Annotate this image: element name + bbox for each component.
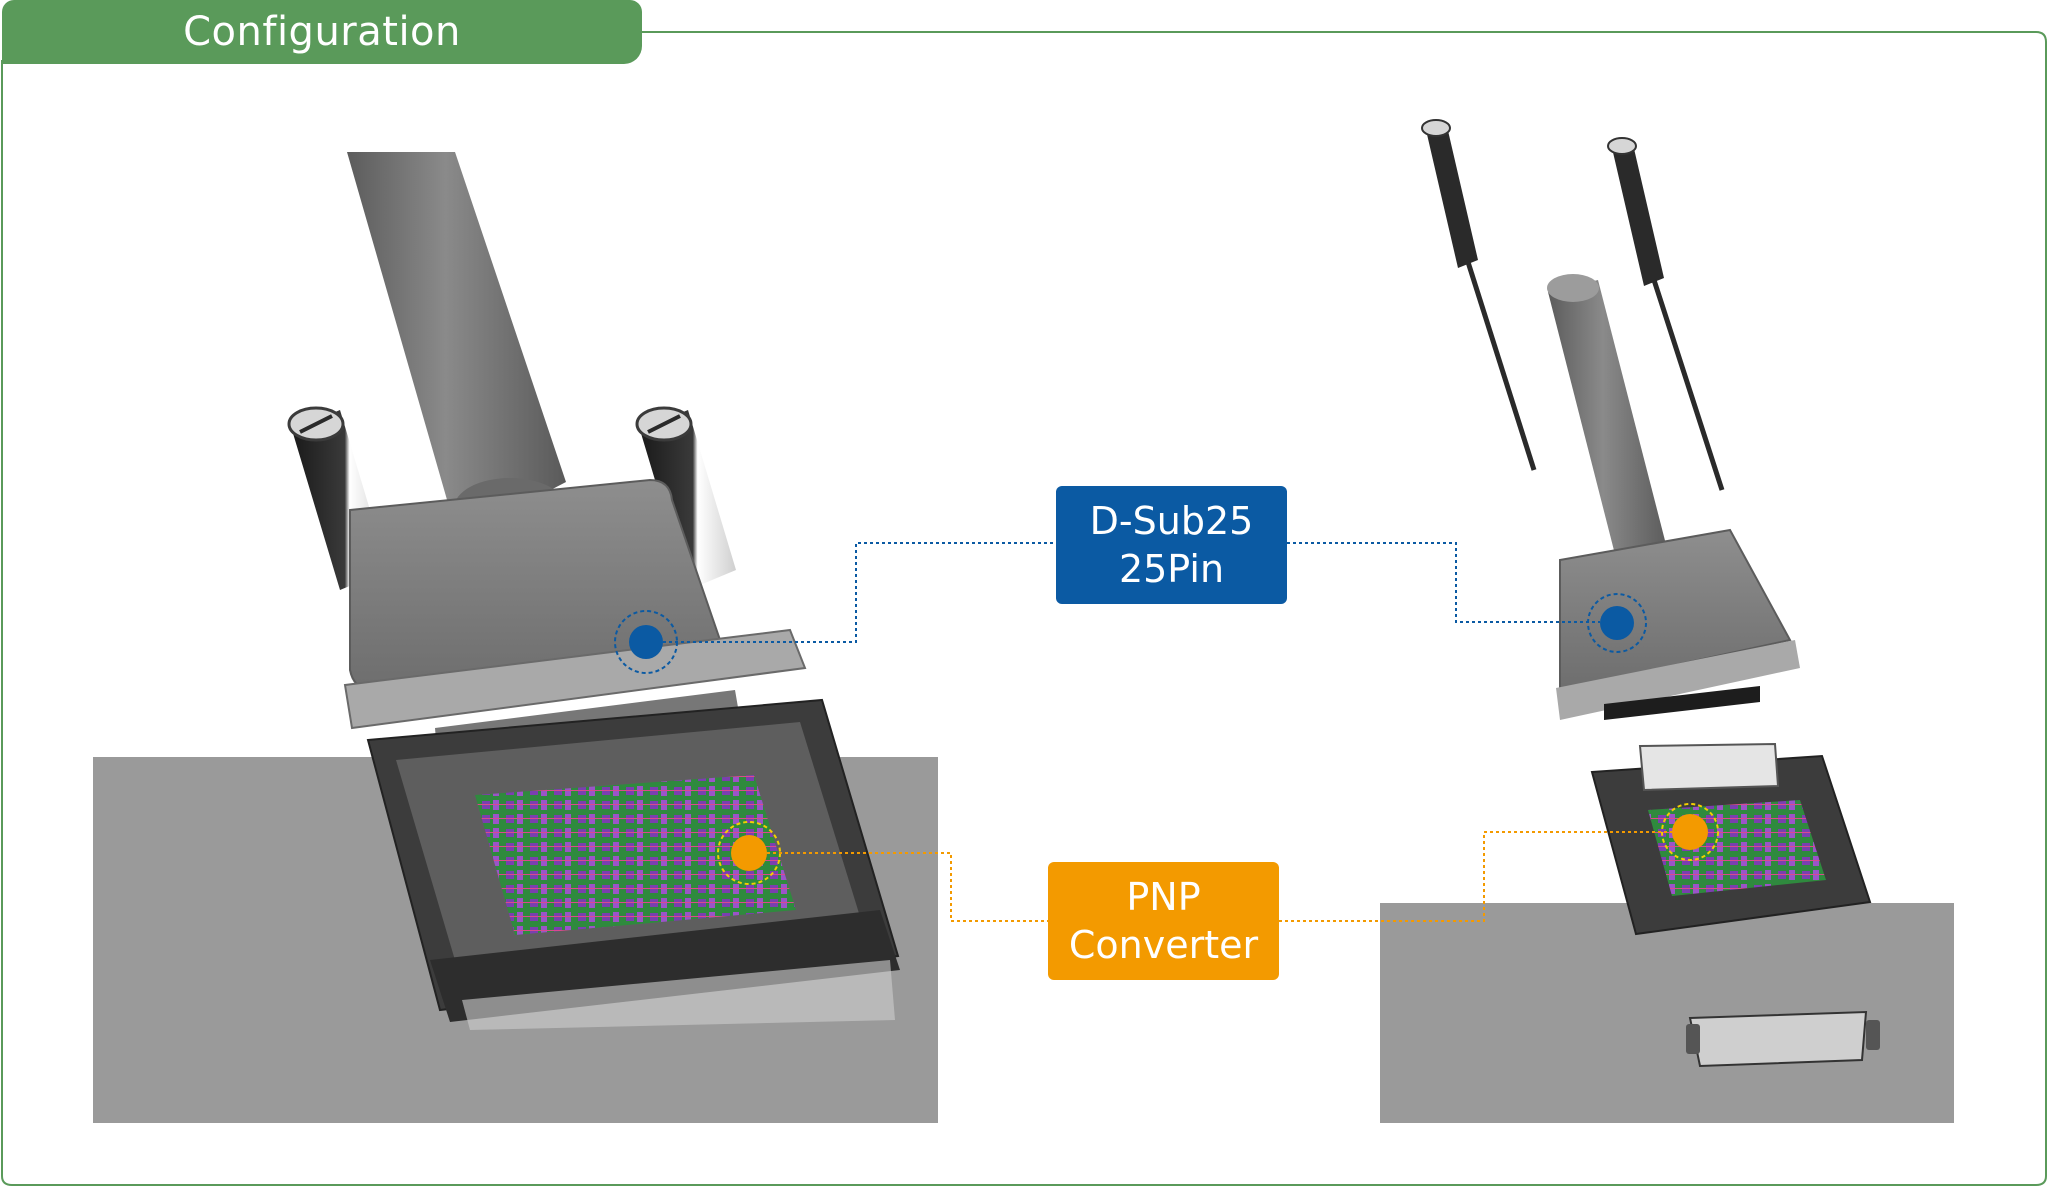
jack-screw-right <box>635 406 736 590</box>
converter-marker-dot <box>731 835 767 871</box>
right-connector-marker-dot <box>1600 606 1634 640</box>
long-screw-right <box>1607 137 1725 491</box>
connector-callout-line2: 25Pin <box>1118 547 1225 591</box>
right-converter-marker-dot <box>1672 814 1708 850</box>
connector-leader-left <box>663 542 1056 643</box>
converter-leader-right <box>1279 831 1672 922</box>
section-border <box>1 31 2047 1186</box>
right-converter-housing <box>1590 742 1872 936</box>
section-title-tab: Configuration <box>2 0 642 64</box>
right-connector-marker-ring <box>1587 593 1647 653</box>
connector-callout-line1: D-Sub25 <box>1089 499 1254 543</box>
section-title: Configuration <box>183 9 461 55</box>
right-mounting-base <box>1380 903 1954 1123</box>
converter-housing <box>366 698 900 1030</box>
long-screw-left <box>1421 119 1537 471</box>
pcb-board <box>475 775 796 935</box>
cable <box>347 152 566 538</box>
right-connector-hood <box>1556 528 1800 720</box>
converter-callout-line1: PNP <box>1126 875 1201 919</box>
leader-lines <box>663 542 1672 922</box>
converter-callout: PNP Converter <box>1048 862 1279 980</box>
converter-leader-left <box>767 852 1048 922</box>
right-cable <box>1548 280 1670 574</box>
connector-marker-dot <box>629 625 663 659</box>
connector-leader-right <box>1287 542 1600 623</box>
left-assembly <box>93 152 938 1123</box>
right-converter-marker-ring <box>1661 803 1719 861</box>
converter-callout-line2: Converter <box>1068 923 1259 967</box>
right-assembly <box>1380 119 1954 1123</box>
d-sub-receptacle <box>1686 1010 1880 1068</box>
connector-callout: D-Sub25 25Pin <box>1056 486 1287 604</box>
